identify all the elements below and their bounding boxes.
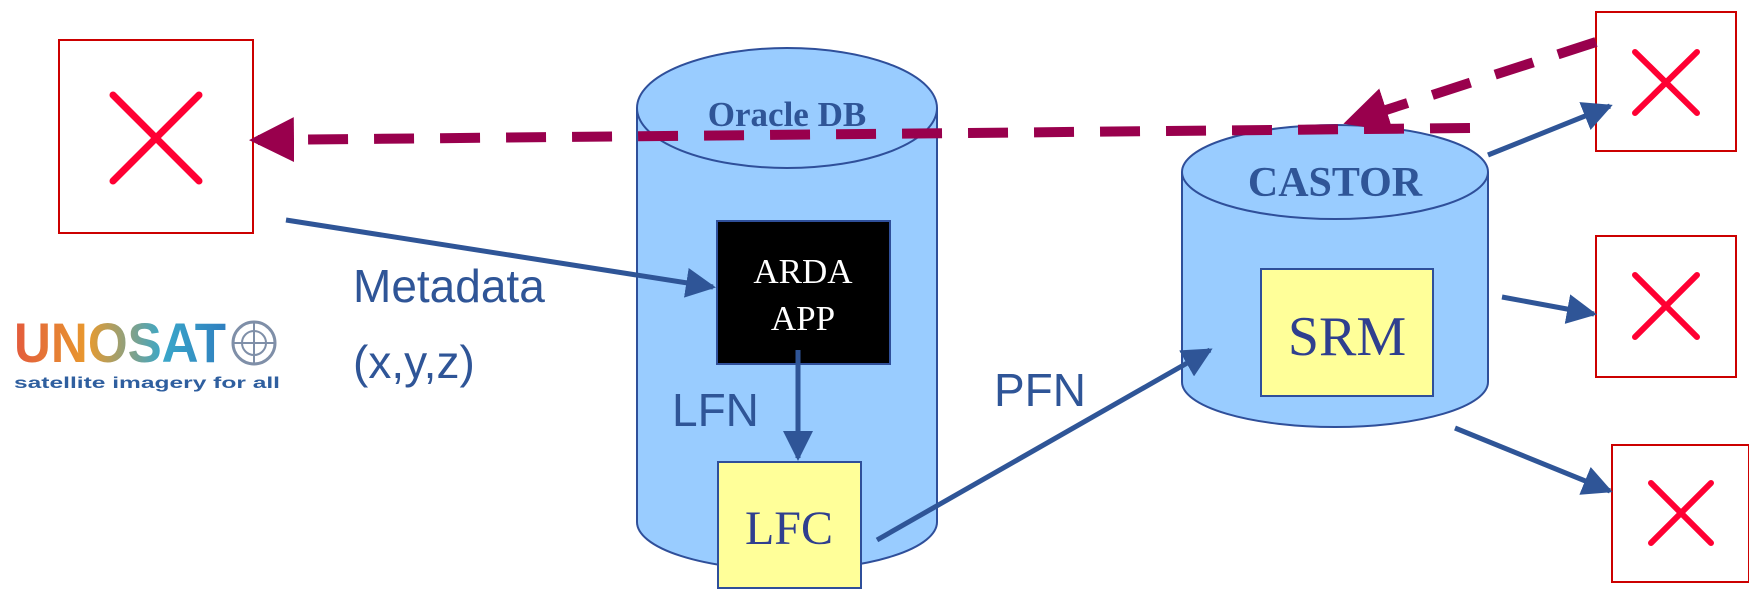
- dashed-inbound-arrow: [1343, 37, 1598, 132]
- arda-app-box: ARDA APP: [716, 220, 891, 365]
- lfn-label: LFN: [672, 384, 759, 436]
- lfc-label: LFC: [745, 502, 833, 555]
- placeholder-box-left: [58, 39, 254, 234]
- placeholder-box-mid-right: [1595, 235, 1737, 378]
- dashed-return-arrow: [249, 117, 1471, 163]
- srm-label: SRM: [1288, 306, 1406, 368]
- logo-tagline: satellite imagery for all: [14, 375, 280, 392]
- srm-box: SRM: [1260, 268, 1434, 397]
- x-icon: [109, 91, 203, 185]
- logo-wordmark: UNOSAT: [14, 311, 226, 374]
- pfn-arrow: [875, 347, 1213, 543]
- un-emblem-icon: [231, 320, 277, 366]
- coordinates-label: (x,y,z): [353, 336, 475, 388]
- x-icon: [1632, 49, 1700, 116]
- castor-to-bottom-right-arrow: [1454, 425, 1613, 495]
- castor-label: CASTOR: [1248, 160, 1423, 206]
- placeholder-box-top-right: [1595, 11, 1737, 152]
- pfn-label: PFN: [994, 364, 1086, 416]
- x-icon: [1648, 480, 1714, 546]
- placeholder-box-bottom-right: [1611, 444, 1749, 583]
- metadata-arrow: [285, 217, 716, 298]
- arda-app-label-line1: ARDA: [753, 252, 853, 291]
- metadata-label: Metadata: [353, 260, 545, 312]
- castor-to-top-right-arrow: [1487, 102, 1613, 158]
- x-icon: [1632, 272, 1700, 340]
- castor-to-mid-right-arrow: [1501, 294, 1597, 324]
- oracle-db-label: Oracle DB: [708, 95, 866, 134]
- lfc-box: LFC: [717, 461, 862, 589]
- arda-app-label-line2: APP: [771, 299, 835, 338]
- unosat-logo: UNOSAT satellite imagery for all: [14, 311, 280, 392]
